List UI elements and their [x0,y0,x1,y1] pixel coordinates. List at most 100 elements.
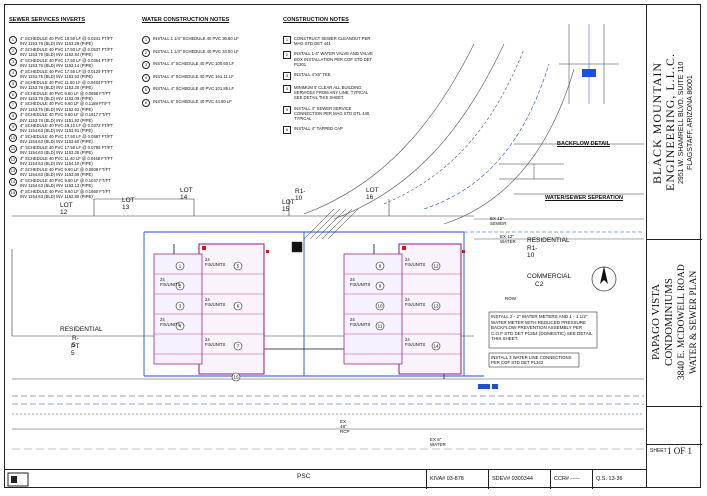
construction-note-text: INSTALL 4" TAPPED CAP [294,126,343,132]
marker-circle [431,261,441,271]
marker-circle [175,261,185,271]
parking-area [291,208,359,253]
separation-detail-drawing [499,163,644,195]
unit-label: 24 FIX/UNITS [205,297,226,307]
sewer-note-line2: INV 1154.63 (BLD) INV 1153.60 (PIPE) [20,139,93,145]
sewer-note-line2: INV 1153.76 (BLD) INV 1151.92 (PIPE) [20,117,93,123]
sewer-note-line2: INV 1154.63 (BLD) INV 1153.91 (PIPE) [20,128,93,134]
note-number: 6 [9,90,17,99]
callout-meters-box [488,311,598,349]
sewer-note-line1: 4" SCHEDULE 40 PVC 17.50 LF @ 0.0789 FT/… [20,145,114,151]
meter-assembly [478,384,498,389]
note-number: 5 [283,105,291,114]
note-number: 2 [142,48,150,57]
note-number: 1 [9,36,17,45]
marker-circle [175,301,185,311]
label-r110-east: R1-10 [527,245,538,259]
title-block: BLACK MOUNTAIN ENGINEERING, L.L.C. 2951 … [646,4,702,488]
note-number: 2 [9,46,17,55]
marker-circle [375,261,385,271]
unit-label: 24 FIX/UNITS [205,257,226,267]
label-r110-top: R1-10 [295,188,306,202]
unit-label: 24 FIX/UNITS [160,317,181,327]
sewer-note-line2: INV 1153.76 (BLD) INV 1152.84 (PIPE) [20,52,93,58]
sewer-note-line1: 4" SCHEDULE 40 PVC 9.60 LF @ 0.0698 FT/F… [20,90,111,96]
marker-number: 7 [237,344,240,349]
label-ex-water-north: EX 12" WATER [500,234,516,244]
label-psc: PSC [297,473,311,480]
construction-notes-title: CONSTRUCTION NOTES [283,17,349,24]
marker-circle [375,301,385,311]
note-number: 3 [142,61,150,70]
firm-address-1: 2951 W. SHAMRELL BLVD. SUITE 110 [678,61,685,184]
sewer-note-line2: INV 1154.63 (BLD) INV 1152.80 (PIPE) [20,193,93,199]
sewer-note-line2: INV 1154.63 (BLD) INV 1154.10 (PIPE) [20,161,93,167]
marker-circle [375,281,385,291]
firm-name-2: ENGINEERING, L.L.C. [663,53,677,192]
sewer-note-line2: INV 1153.76 (BLD) INV 1152.62 (PIPE) [20,106,93,112]
sewer-note-line1: 4" SCHEDULE 40 PVC 11.60 LF @ 0.0484 FT/… [20,79,113,85]
bottom-info-bar: KIVA# 03-878 SDEV# 0300344 CCR# ----- Q.… [4,469,646,489]
note-number: 9 [9,123,17,132]
building-west [153,243,265,375]
note-number: 10 [9,134,17,143]
sewer-note-line1: 4" SCHEDULE 40 PVC 9.60 LF @ 0.1188 FT/F… [20,101,111,107]
marker-number: 9 [379,284,382,289]
sewer-notes-title: SEWER SERVICES INVERTS [9,17,86,24]
marker-circle [431,301,441,311]
marker-number: 12 [433,264,439,269]
construction-note-text: INSTALL 4" SEWER SERVICE CONNECTION PER … [294,105,371,122]
marker-number: 1 [179,264,182,269]
water-note-text: INSTALL 4" SCHEDULE 40 PVC 101.85 LF [153,86,235,92]
note-number: 4 [283,85,291,94]
sheet-number: 1 OF 1 [667,446,693,456]
label-ex-sewer: EX 12" SEWER [490,216,507,226]
note-number: 1 [283,36,291,45]
sewer-note-line1: 4" SCHEDULE 40 PVC 17.50 LF @ 0.0537 FT/… [20,46,114,52]
sewer-note-line2: INV 1153.76 (BLD) INV 1153.09 (PIPE) [20,95,93,101]
note-number: 7 [9,101,17,110]
water-note-text: INSTALL 4" SCHEDULE 40 PVC 161.11 LF [153,73,234,79]
water-note-text: INSTALL 4" SCHEDULE 40 PVC 100.60 LF [153,61,235,67]
stamp [4,470,34,489]
marker-number: 2 [179,284,182,289]
sewer-note-line1: 4" SCHEDULE 40 PVC 19.50 LF @ 0.0241 FT/… [20,36,114,42]
callout-meters: INSTALL 2 - 2" WATER METERS AND 1 - 1 1/… [491,314,593,341]
marker-number: 14 [433,344,439,349]
construction-note-text: MINIMUM 5' CLEAR ALL BUILDING SERVICES F… [294,85,369,101]
kiva-number: KIVA# 03-878 [426,470,488,489]
water-lines [143,231,484,377]
qs-number: Q.S. 13-36 [592,470,646,489]
unit-label: 24 FIX/UNITS [350,317,371,327]
label-residential-west: RESIDENTIAL [60,326,103,333]
sewer-note-line2: INV 1153.76 (BLD) INV 1153.53 (PIPE) [20,73,93,79]
sheet-border [4,4,701,488]
backflow-detail-title: BACKFLOW DETAIL [557,141,611,147]
project-address: 3840 E. MCDOWELL ROAD [677,264,687,380]
marker-circle [233,261,243,271]
marker-number: 5 [237,264,240,269]
sewer-note-line2: INV 1153.76 (BLD) INV 1153.20 (PIPE) [20,84,93,90]
construction-note-text: CONSTRUCT SEWER CLEANOUT PER MAG STD DET… [294,36,371,47]
sewer-note-line1: 4" SCHEDULE 40 PVC 17.50 LF @ 0.0587 FT/… [20,134,114,140]
water-note-text: INSTALL 1 1/4" SCHEDULE 40 PVC 36.60 LF [153,36,239,42]
sewer-note-line1: 4" SCHEDULE 40 PVC 19.10 LF @ 0.0372 FT/… [20,123,114,129]
note-number: 13 [9,166,17,175]
note-number: 5 [9,79,17,88]
unit-label: 24 FIX/UNITS [350,277,371,287]
label-lot15: LOT 15 [282,199,295,213]
label-lot14: LOT 14 [180,187,193,201]
construction-note-text: INSTALL 1-4" WATER VALVE AND VALVE BOX I… [294,51,373,67]
